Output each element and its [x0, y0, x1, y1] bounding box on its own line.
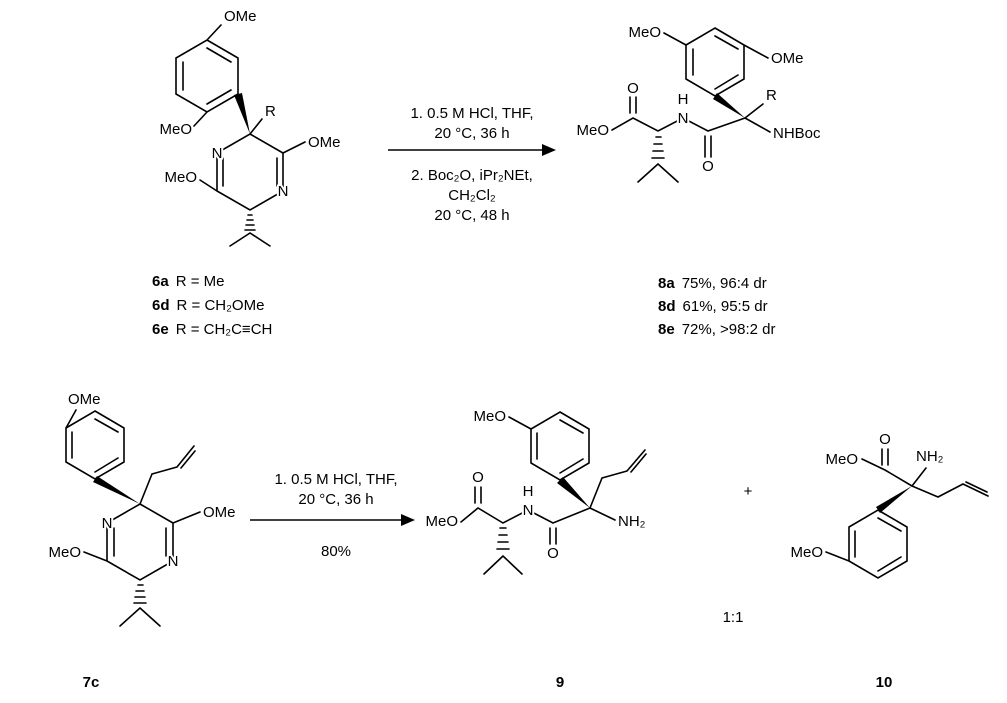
molecule-6: OMe MeO R OMe MeO N N [157, 6, 343, 247]
compound-desc-6a: R = Me [175, 273, 225, 290]
legend-row-8e: 8e 72%, >98:2 dr [658, 318, 776, 341]
scheme2-yield: 80% [226, 542, 446, 562]
mol8-o-amide-label: O [702, 158, 714, 175]
mol7c-skeleton [65, 409, 201, 627]
compound-label-10: 10 [875, 674, 893, 691]
mol7c-ome-aryl-label: OMe [68, 391, 101, 408]
condition-line-step2c: 20 °C, 48 h [434, 207, 510, 224]
legend-row-6a: 6a R = Me [152, 270, 272, 294]
compound-id-6a: 6a [152, 273, 169, 290]
molecule-10: O MeO NH₂ MeO [788, 429, 989, 579]
mol10-o-ester-label: O [879, 431, 891, 448]
compound-label-9: 9 [555, 674, 565, 691]
mol8-n-label: N [678, 110, 689, 127]
mol7c-n1-label: N [102, 515, 113, 532]
mol8-ome-aryl-label: OMe [771, 50, 804, 67]
molecule-8: MeO OMe O MeO H N O R NHBoc [574, 22, 823, 183]
mol9-o-ester-label: O [472, 469, 484, 486]
scheme1-conditions-below: 2. Boc₂O, iPr₂NEt, CH₂Cl₂ 20 °C, 48 h [362, 166, 582, 226]
mol7c-meo-c6-label: MeO [48, 544, 81, 561]
mol10-nh2-label: NH₂ [916, 448, 944, 465]
condition-line-step1b: 20 °C, 36 h [298, 491, 374, 508]
legend-row-8d: 8d 61%, 95:5 dr [658, 295, 776, 318]
mol6-wedge-aryl-bond [234, 93, 250, 134]
mol7c-hash-ipr-bond [133, 584, 147, 604]
mol7c-ome-c3-label: OMe [203, 504, 236, 521]
mol7c-wedge-aryl-bond [93, 476, 140, 504]
mol6-meo-ortho-label: MeO [159, 121, 192, 138]
mol8-meo-ester-label: MeO [576, 122, 609, 139]
mol8-skeleton [611, 27, 771, 183]
compound-id-6d: 6d [152, 297, 170, 314]
yield-text: 80% [320, 543, 352, 560]
mol10-meo-aryl-label: MeO [790, 544, 823, 561]
mol6-hash-ipr-bond [244, 214, 256, 231]
ratio-label: 1:1 [722, 609, 744, 626]
compound-desc-6d: R = CH₂OMe [176, 297, 265, 314]
condition-line-step2a: 2. Boc₂O, iPr₂NEt, [411, 167, 533, 184]
mol10-meo-ester-label: MeO [825, 451, 858, 468]
condition-line-step1a: 1. 0.5 M HCl, THF, [410, 105, 534, 122]
scheme1-product-legend: 8a 75%, 96:4 dr 8d 61%, 95:5 dr 8e 72%, >98… [658, 272, 776, 341]
mol6-r-label: R [265, 103, 276, 120]
plus-sign: + [743, 483, 753, 500]
mol9-meo-ester-label: MeO [425, 513, 458, 530]
mol9-n-label: N [523, 502, 534, 519]
compound-id-8e: 8e [658, 321, 675, 338]
condition-line-step1b: 20 °C, 36 h [434, 125, 510, 142]
compound-id-8a: 8a [658, 275, 675, 292]
mol8-h-label: H [678, 91, 689, 108]
mol8-o-ester-label: O [627, 80, 639, 97]
mol8-wedge-aryl-bond [713, 93, 745, 118]
mol9-skeleton [460, 411, 647, 575]
mol6-ome-para-label: OMe [224, 8, 257, 25]
mol9-o-amide-label: O [547, 545, 559, 562]
compound-id-6e: 6e [152, 321, 169, 338]
mol6-skeleton [175, 24, 306, 247]
mol9-hash-ipr-bond [496, 527, 510, 550]
reaction-arrow-2 [250, 514, 415, 526]
compound-desc-6e: R = CH₂C≡CH [175, 321, 273, 338]
molecule-9: MeO O MeO H N O NH₂ [423, 406, 648, 575]
legend-row-8a: 8a 75%, 96:4 dr [658, 272, 776, 295]
mol10-wedge-aryl-bond [876, 486, 912, 513]
scheme1-conditions-above: 1. 0.5 M HCl, THF, 20 °C, 36 h [362, 104, 582, 144]
mol6-meo-c6-label: MeO [164, 169, 197, 186]
mol8-nhboc-label: NHBoc [773, 125, 821, 142]
reaction-arrow-1 [388, 144, 556, 156]
mol8-hash-ipr-bond [651, 136, 665, 159]
arrow-1-head [542, 144, 556, 156]
mol8-r-label: R [766, 87, 777, 104]
compound-id-8d: 8d [658, 298, 676, 315]
mol6-n1-label: N [212, 145, 223, 162]
scheme2-conditions-above: 1. 0.5 M HCl, THF, 20 °C, 36 h [226, 470, 446, 510]
legend-row-6d: 6d R = CH₂OMe [152, 294, 272, 318]
mol9-wedge-aryl-bond [557, 477, 590, 508]
arrow-2-head [401, 514, 415, 526]
condition-line-step1a: 1. 0.5 M HCl, THF, [274, 471, 398, 488]
legend-row-6e: 6e R = CH₂C≡CH [152, 318, 272, 342]
condition-line-step2b: CH₂Cl₂ [448, 187, 496, 204]
mol8-meo-aryl-label: MeO [628, 24, 661, 41]
mol9-nh2-label: NH₂ [618, 513, 646, 530]
mol6-n4-label: N [278, 183, 289, 200]
mol6-ome-c3-label: OMe [308, 134, 341, 151]
mol9-meo-aryl-label: MeO [473, 408, 506, 425]
compound-desc-8e: 72%, >98:2 dr [681, 321, 776, 338]
compound-label-7c: 7c [82, 674, 100, 691]
scheme1-reactant-legend: 6a R = Me 6d R = CH₂OMe 6e R = CH₂C≡CH [152, 270, 272, 342]
compound-desc-8a: 75%, 96:4 dr [681, 275, 767, 292]
mol10-skeleton [825, 448, 989, 579]
molecule-7c: OMe OMe MeO N N [46, 389, 238, 627]
mol9-h-label: H [523, 483, 534, 500]
mol7c-n4-label: N [168, 553, 179, 570]
compound-desc-8d: 61%, 95:5 dr [682, 298, 768, 315]
